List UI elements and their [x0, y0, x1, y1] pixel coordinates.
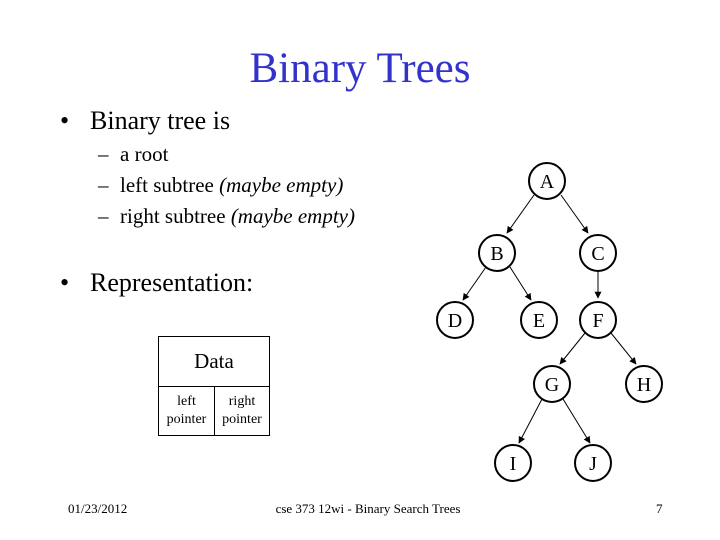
tree-node-label-h: H	[637, 374, 651, 396]
bullet-text: Binary tree is	[90, 106, 231, 135]
footer-course-title: cse 373 12wi - Binary Search Trees	[275, 501, 461, 516]
bullet-text: Representation:	[90, 268, 254, 297]
tree-node-label-a: A	[540, 171, 555, 193]
edge-f-h	[610, 332, 637, 365]
tree-node-label-b: B	[490, 243, 503, 265]
sub-item-left-subtree: –left subtree (maybe empty)	[98, 173, 343, 198]
left-pointer-line2: pointer	[166, 412, 207, 427]
slide-title: Binary Trees	[249, 45, 471, 92]
sub-item-root: –a root	[98, 142, 168, 167]
tree-node-e	[520, 301, 558, 339]
tree-node-a	[528, 162, 566, 200]
tree-node-c	[579, 234, 617, 272]
node-left-pointer-cell: left pointer	[159, 387, 215, 435]
dash: –	[98, 142, 109, 166]
tree-node-label-c: C	[591, 243, 604, 265]
tree-node-i	[494, 444, 532, 482]
sub-note: (maybe empty)	[230, 204, 355, 228]
tree-node-label-d: D	[448, 310, 462, 332]
node-data-cell: Data	[159, 337, 269, 387]
bullet-binary-tree: • Binary tree is	[60, 106, 230, 136]
edge-b-e	[509, 266, 532, 301]
dash: –	[98, 173, 109, 197]
sub-item-right-subtree: –right subtree (maybe empty)	[98, 204, 355, 229]
tree-node-label-e: E	[533, 310, 545, 332]
edge-b-d	[462, 266, 487, 301]
right-pointer-line2: pointer	[222, 412, 262, 427]
tree-node-label-j: J	[589, 453, 597, 475]
sub-text: a root	[120, 142, 169, 166]
tree-node-f	[579, 301, 617, 339]
bullet-dot: •	[60, 106, 70, 135]
sub-note: (maybe empty)	[219, 173, 344, 197]
tree-node-j	[574, 444, 612, 482]
left-pointer-line1: left	[177, 394, 196, 409]
tree-node-label-g: G	[545, 374, 559, 396]
tree-node-g	[533, 365, 571, 403]
footer-date: 01/23/2012	[68, 501, 128, 516]
edge-g-j	[562, 398, 591, 444]
node-right-pointer-cell: right pointer	[215, 387, 269, 435]
bullet-representation: • Representation:	[60, 268, 253, 298]
edge-a-b	[506, 194, 535, 234]
right-pointer-line1: right	[228, 394, 256, 409]
sub-text: right subtree	[120, 204, 231, 228]
tree-node-h	[625, 365, 663, 403]
edge-f-g	[559, 332, 586, 365]
tree-node-label-i: I	[510, 453, 517, 475]
dash: –	[98, 204, 109, 228]
edge-g-i	[518, 398, 543, 444]
edge-a-c	[560, 194, 589, 234]
sub-text: left subtree	[120, 173, 220, 197]
node-representation-diagram: Data left pointer right pointer	[158, 336, 270, 436]
footer-page-number: 7	[656, 501, 663, 516]
bullet-dot: •	[60, 268, 70, 297]
tree-node-b	[478, 234, 516, 272]
tree-node-label-f: F	[592, 310, 603, 332]
tree-node-d	[436, 301, 474, 339]
